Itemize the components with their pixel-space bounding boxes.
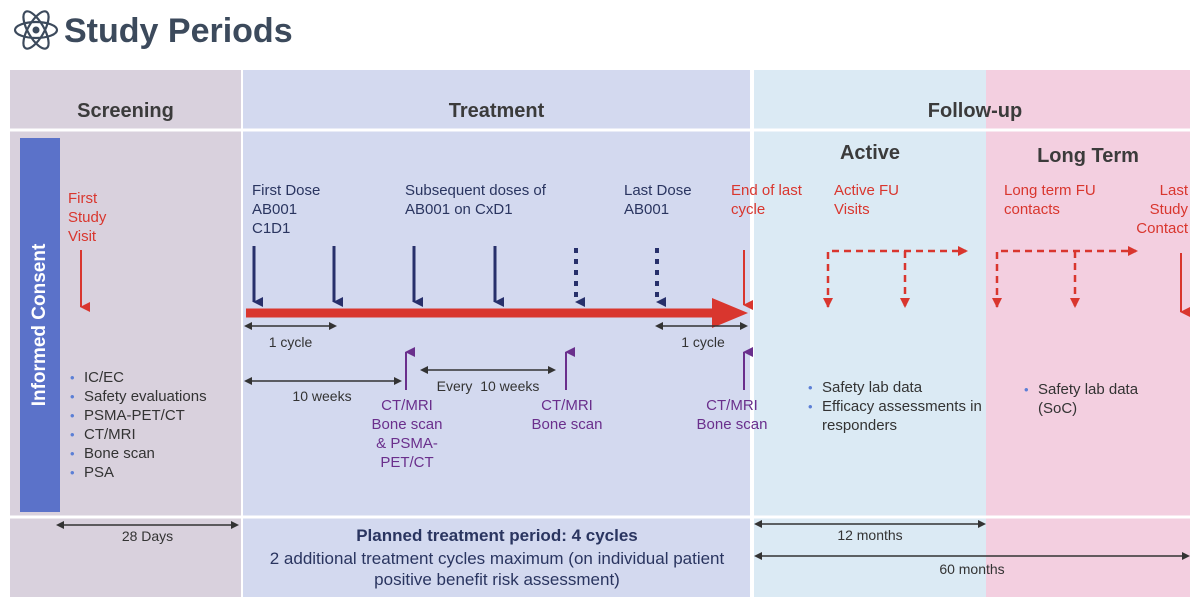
atom-icon (13, 10, 59, 50)
twelve-months-label: 12 months (837, 527, 903, 543)
list-item: Safety evaluations (68, 387, 238, 406)
page-title: Study Periods (64, 12, 293, 50)
list-item: CT/MRI (68, 425, 238, 444)
last-study-contact-label: Last Study Contact (1136, 182, 1188, 237)
sixty-months-label: 60 months (939, 561, 1005, 577)
ten-weeks-label: 10 weeks (292, 388, 352, 404)
first-dose-label: First Dose AB001 C1D1 (252, 182, 321, 237)
active-fu-dashed (826, 249, 966, 307)
cycle-last-label: 1 cycle (681, 334, 725, 350)
every-ten-weeks-label: Every 10 weeks (436, 378, 540, 394)
longterm-list: Safety lab data (SoC) (1022, 380, 1162, 418)
treatment-header: Treatment (448, 100, 545, 122)
list-item: Safety lab data (SoC) (1022, 380, 1162, 418)
first-study-visit-label: First Study Visit (68, 190, 107, 245)
treatment-panel (243, 70, 750, 597)
planned-treatment-note: Planned treatment period: 4 cycles 2 add… (250, 526, 744, 590)
end-of-last-cycle-label: End of last cycle (731, 182, 802, 218)
subsequent-doses-label: Subsequent doses of AB001 on CxD1 (405, 182, 546, 218)
cycle-first-label: 1 cycle (268, 334, 313, 350)
longterm-header: Long Term (1037, 145, 1139, 167)
planned-line-1: Planned treatment period: 4 cycles (356, 526, 638, 545)
screening-header: Screening (77, 100, 174, 122)
list-item: PSA (68, 463, 238, 482)
informed-consent-label: Informed Consent (29, 243, 50, 407)
last-dose-label: Last Dose AB001 (624, 182, 692, 218)
imaging-last-label: CT/MRI Bone scan (696, 397, 768, 433)
followup-header: Follow-up (927, 100, 1023, 122)
informed-consent-bar: Informed Consent (20, 138, 60, 512)
list-item: PSMA-PET/CT (68, 406, 238, 425)
list-item: Safety lab data (806, 378, 984, 397)
screening-days-label: 28 Days (121, 528, 174, 544)
list-item: Bone scan (68, 444, 238, 463)
longterm-panel (986, 70, 1190, 597)
list-item: Efficacy assessments in responders (806, 397, 984, 435)
active-header: Active (839, 142, 901, 164)
imaging-first-label: CT/MRI Bone scan & PSMA-PET/CT (371, 397, 443, 471)
long-term-fu-label: Long term FU contacts (1004, 182, 1096, 218)
longterm-fu-dashed (995, 249, 1136, 307)
active-list: Safety lab data Efficacy assessments in … (806, 378, 984, 435)
imaging-second-label: CT/MRI Bone scan (531, 397, 603, 433)
list-item: IC/EC (68, 368, 238, 387)
active-panel (754, 70, 986, 597)
planned-line-2: 2 additional treatment cycles maximum (o… (269, 549, 725, 589)
active-fu-visits-label: Active FU Visits (834, 182, 900, 218)
screening-list: IC/EC Safety evaluations PSMA-PET/CT CT/… (68, 368, 238, 482)
